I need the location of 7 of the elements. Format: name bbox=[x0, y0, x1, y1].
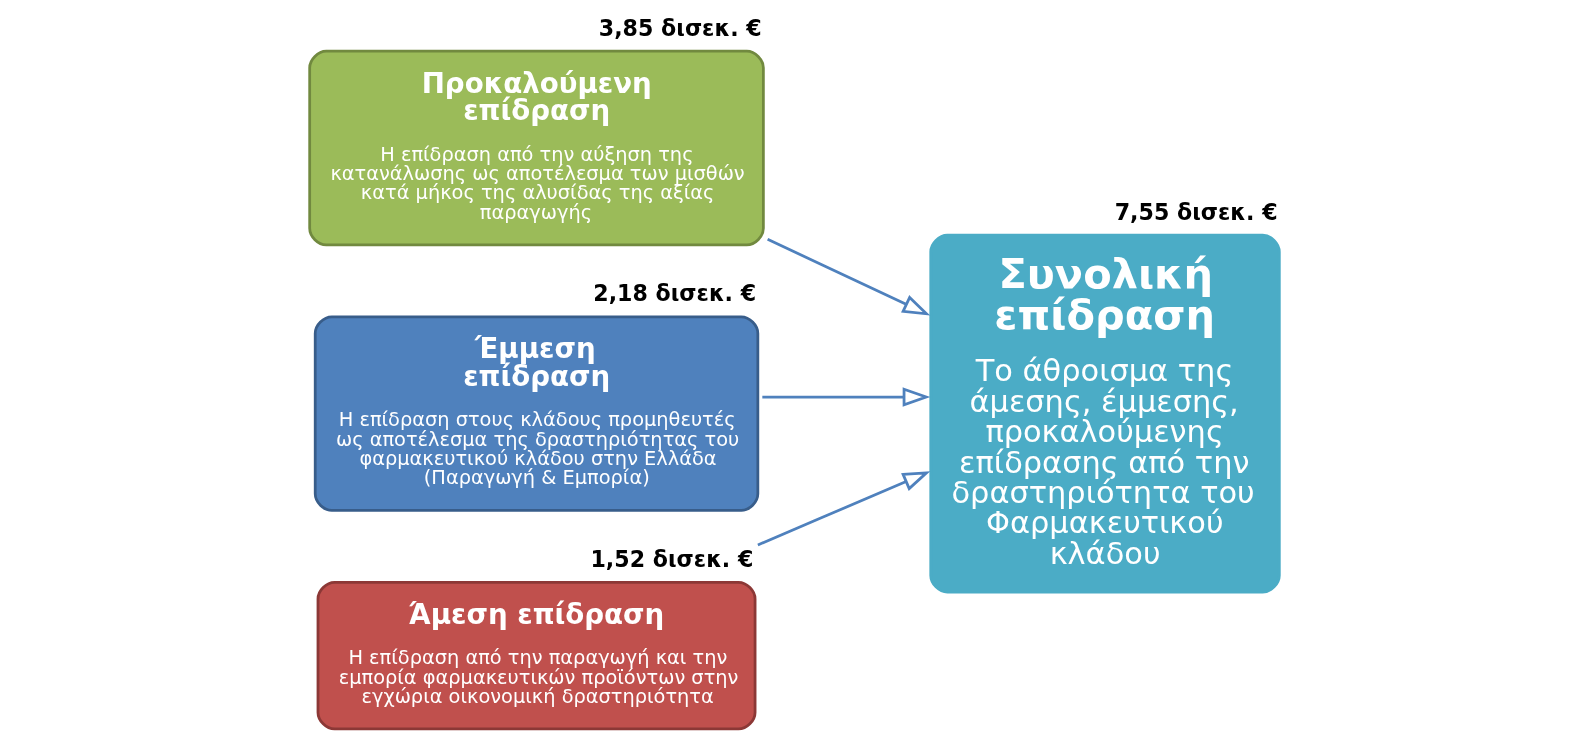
node-label: 3,85 δισεκ. € bbox=[598, 14, 762, 41]
arrow bbox=[757, 471, 931, 547]
arrow bbox=[767, 238, 931, 316]
arrow bbox=[762, 387, 931, 407]
node-label: 7,55 δισεκ. € bbox=[1114, 198, 1278, 225]
node-label: 1,52 δισεκ. € bbox=[590, 545, 754, 572]
node-label: 2,18 δισεκ. € bbox=[593, 280, 757, 307]
